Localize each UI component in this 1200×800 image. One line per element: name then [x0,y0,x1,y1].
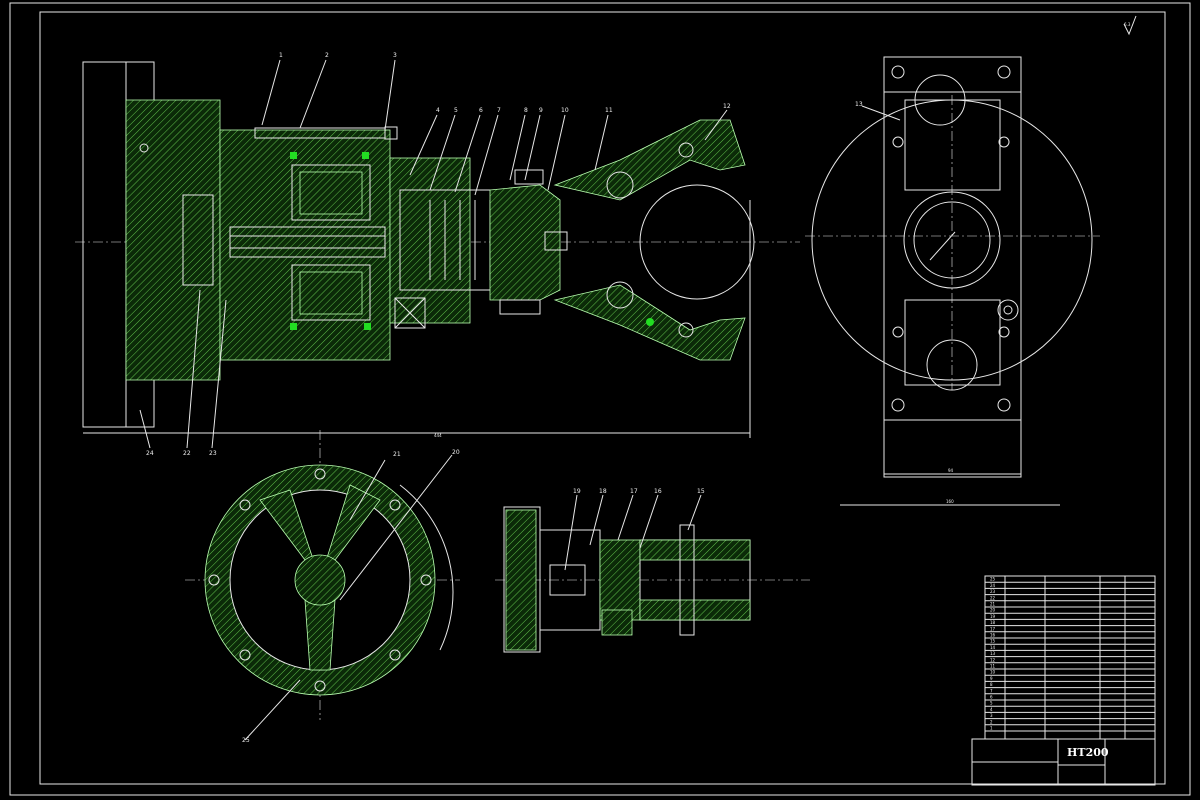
parts-list-number: 2 [990,719,993,724]
callout-18: 18 [599,488,607,495]
callout-15: 15 [697,488,705,495]
callout-2: 2 [325,52,329,59]
parts-list-number: 22 [990,595,996,600]
parts-list-number: 12 [990,657,996,662]
callout-23: 23 [209,450,217,457]
callout-10: 10 [561,107,569,114]
parts-list-number: 10 [990,670,996,675]
callout-16: 16 [654,488,662,495]
parts-list-number: 19 [990,614,996,619]
callout-1: 1 [279,52,283,59]
callout-20: 20 [452,449,460,456]
parts-list-number: 5 [990,701,993,706]
callout-22: 22 [183,450,191,457]
parts-list-number: 24 [990,583,996,588]
parts-list-number: 11 [990,664,996,669]
parts-list-number: 4 [990,707,993,712]
dim-right-outer: 160 [946,499,954,504]
outer-border [9,2,1191,796]
callout-17: 17 [630,488,638,495]
callout-21: 21 [393,451,401,458]
parts-list-number: 14 [990,645,996,650]
callout-11: 11 [605,107,613,114]
dim-right-inner: 94 [948,468,954,473]
parts-list-number: 3 [990,713,993,718]
parts-list-number: 20 [990,608,996,613]
parts-list-number: 1 [990,726,993,731]
parts-list-number: 13 [990,651,996,656]
main-section-view: 444 [75,61,800,438]
parts-list-number: 8 [990,682,993,687]
callout-4: 4 [436,107,440,114]
callout-6: 6 [479,107,483,114]
callout-12: 12 [723,103,731,110]
material-label: HT200 [1067,746,1109,759]
parts-list-number: 18 [990,620,996,625]
right-side-view: 94 160 13 [805,56,1100,506]
inner-frame [39,11,1166,785]
flange-view: 21 20 25 [185,430,460,744]
callout-19: 19 [573,488,581,495]
callout-3: 3 [393,52,397,59]
callout-7: 7 [497,107,501,114]
parts-list-number: 17 [990,626,996,631]
callout-13: 13 [855,101,863,108]
parts-list-number: 25 [990,577,996,582]
dim-main-width: 444 [434,433,442,438]
callout-25: 25 [242,737,250,744]
callout-9: 9 [539,107,543,114]
parts-list-number: 15 [990,639,996,644]
parts-list-number: 6 [990,695,993,700]
callout-5: 5 [454,107,458,114]
callout-8: 8 [524,107,528,114]
parts-list-number: 7 [990,688,993,693]
roughness-symbol-icon [1123,15,1137,36]
parts-list-number: 16 [990,633,996,638]
parts-list-number: 23 [990,589,996,594]
detail-view: 19 18 17 16 15 [495,488,810,653]
parts-list-number: 21 [990,602,996,607]
roughness-value: 6.3 [1124,22,1131,27]
callout-24: 24 [146,450,154,457]
main-view-callouts: 1 2 3 4 5 6 7 8 9 10 11 12 22 23 24 [146,52,731,457]
title-block: HT200 1234567891011121314151617181920212… [971,575,1156,786]
parts-list-number: 9 [990,676,993,681]
